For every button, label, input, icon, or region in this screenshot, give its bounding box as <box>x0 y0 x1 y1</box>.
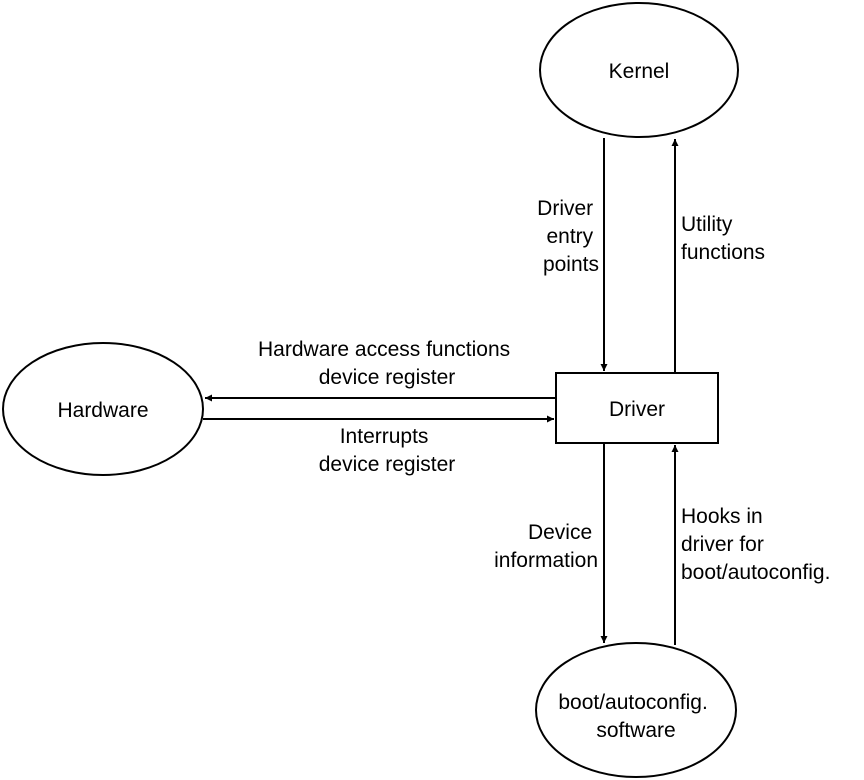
driver-node: Driver <box>555 372 719 444</box>
entry-points-label-line-3: points <box>543 253 599 276</box>
hooks-label-line-2: driver for <box>681 533 764 556</box>
hooks-label-line-1: Hooks in <box>681 505 763 528</box>
boot-software-label-line-1: boot/autoconfig. <box>558 691 707 714</box>
entry-points-label-line-1: Driver <box>537 197 593 220</box>
entry-points-label: Driver entry points <box>537 197 599 276</box>
kernel-ellipse <box>539 2 739 138</box>
hooks-label-line-3: boot/autoconfig. <box>681 561 830 584</box>
utility-functions-label-line-1: Utility <box>681 213 733 236</box>
device-info-label-line-2: information <box>494 549 598 572</box>
utility-functions-label-line-2: functions <box>681 241 765 264</box>
interrupts-label-line-1: Interrupts <box>340 425 429 448</box>
interrupts-label-line-2: device register <box>319 453 456 476</box>
boot-software-node: boot/autoconfig. software <box>535 642 737 778</box>
hw-access-label: Hardware access functions device registe… <box>258 338 516 389</box>
boot-software-label-line-2: software <box>596 719 675 742</box>
boot-software-ellipse <box>535 642 737 778</box>
device-info-label-line-1: Device <box>528 521 592 544</box>
entry-points-label-line-2: entry <box>546 225 593 248</box>
hw-access-label-line-1: Hardware access functions <box>258 338 510 361</box>
utility-functions-label: Utility functions <box>681 213 765 264</box>
device-info-label: Device information <box>494 521 598 572</box>
kernel-label: Kernel <box>609 60 670 83</box>
hardware-node: Hardware <box>2 342 204 476</box>
hardware-label: Hardware <box>57 399 148 422</box>
hw-access-label-line-2: device register <box>319 366 456 389</box>
hardware-ellipse <box>2 342 204 476</box>
driver-box <box>555 372 719 444</box>
driver-label: Driver <box>609 398 665 421</box>
interrupts-label: Interrupts device register <box>319 425 456 476</box>
kernel-node: Kernel <box>539 2 739 138</box>
boot-software-label: boot/autoconfig. software <box>558 691 713 742</box>
hooks-label: Hooks in driver for boot/autoconfig. <box>681 505 830 584</box>
